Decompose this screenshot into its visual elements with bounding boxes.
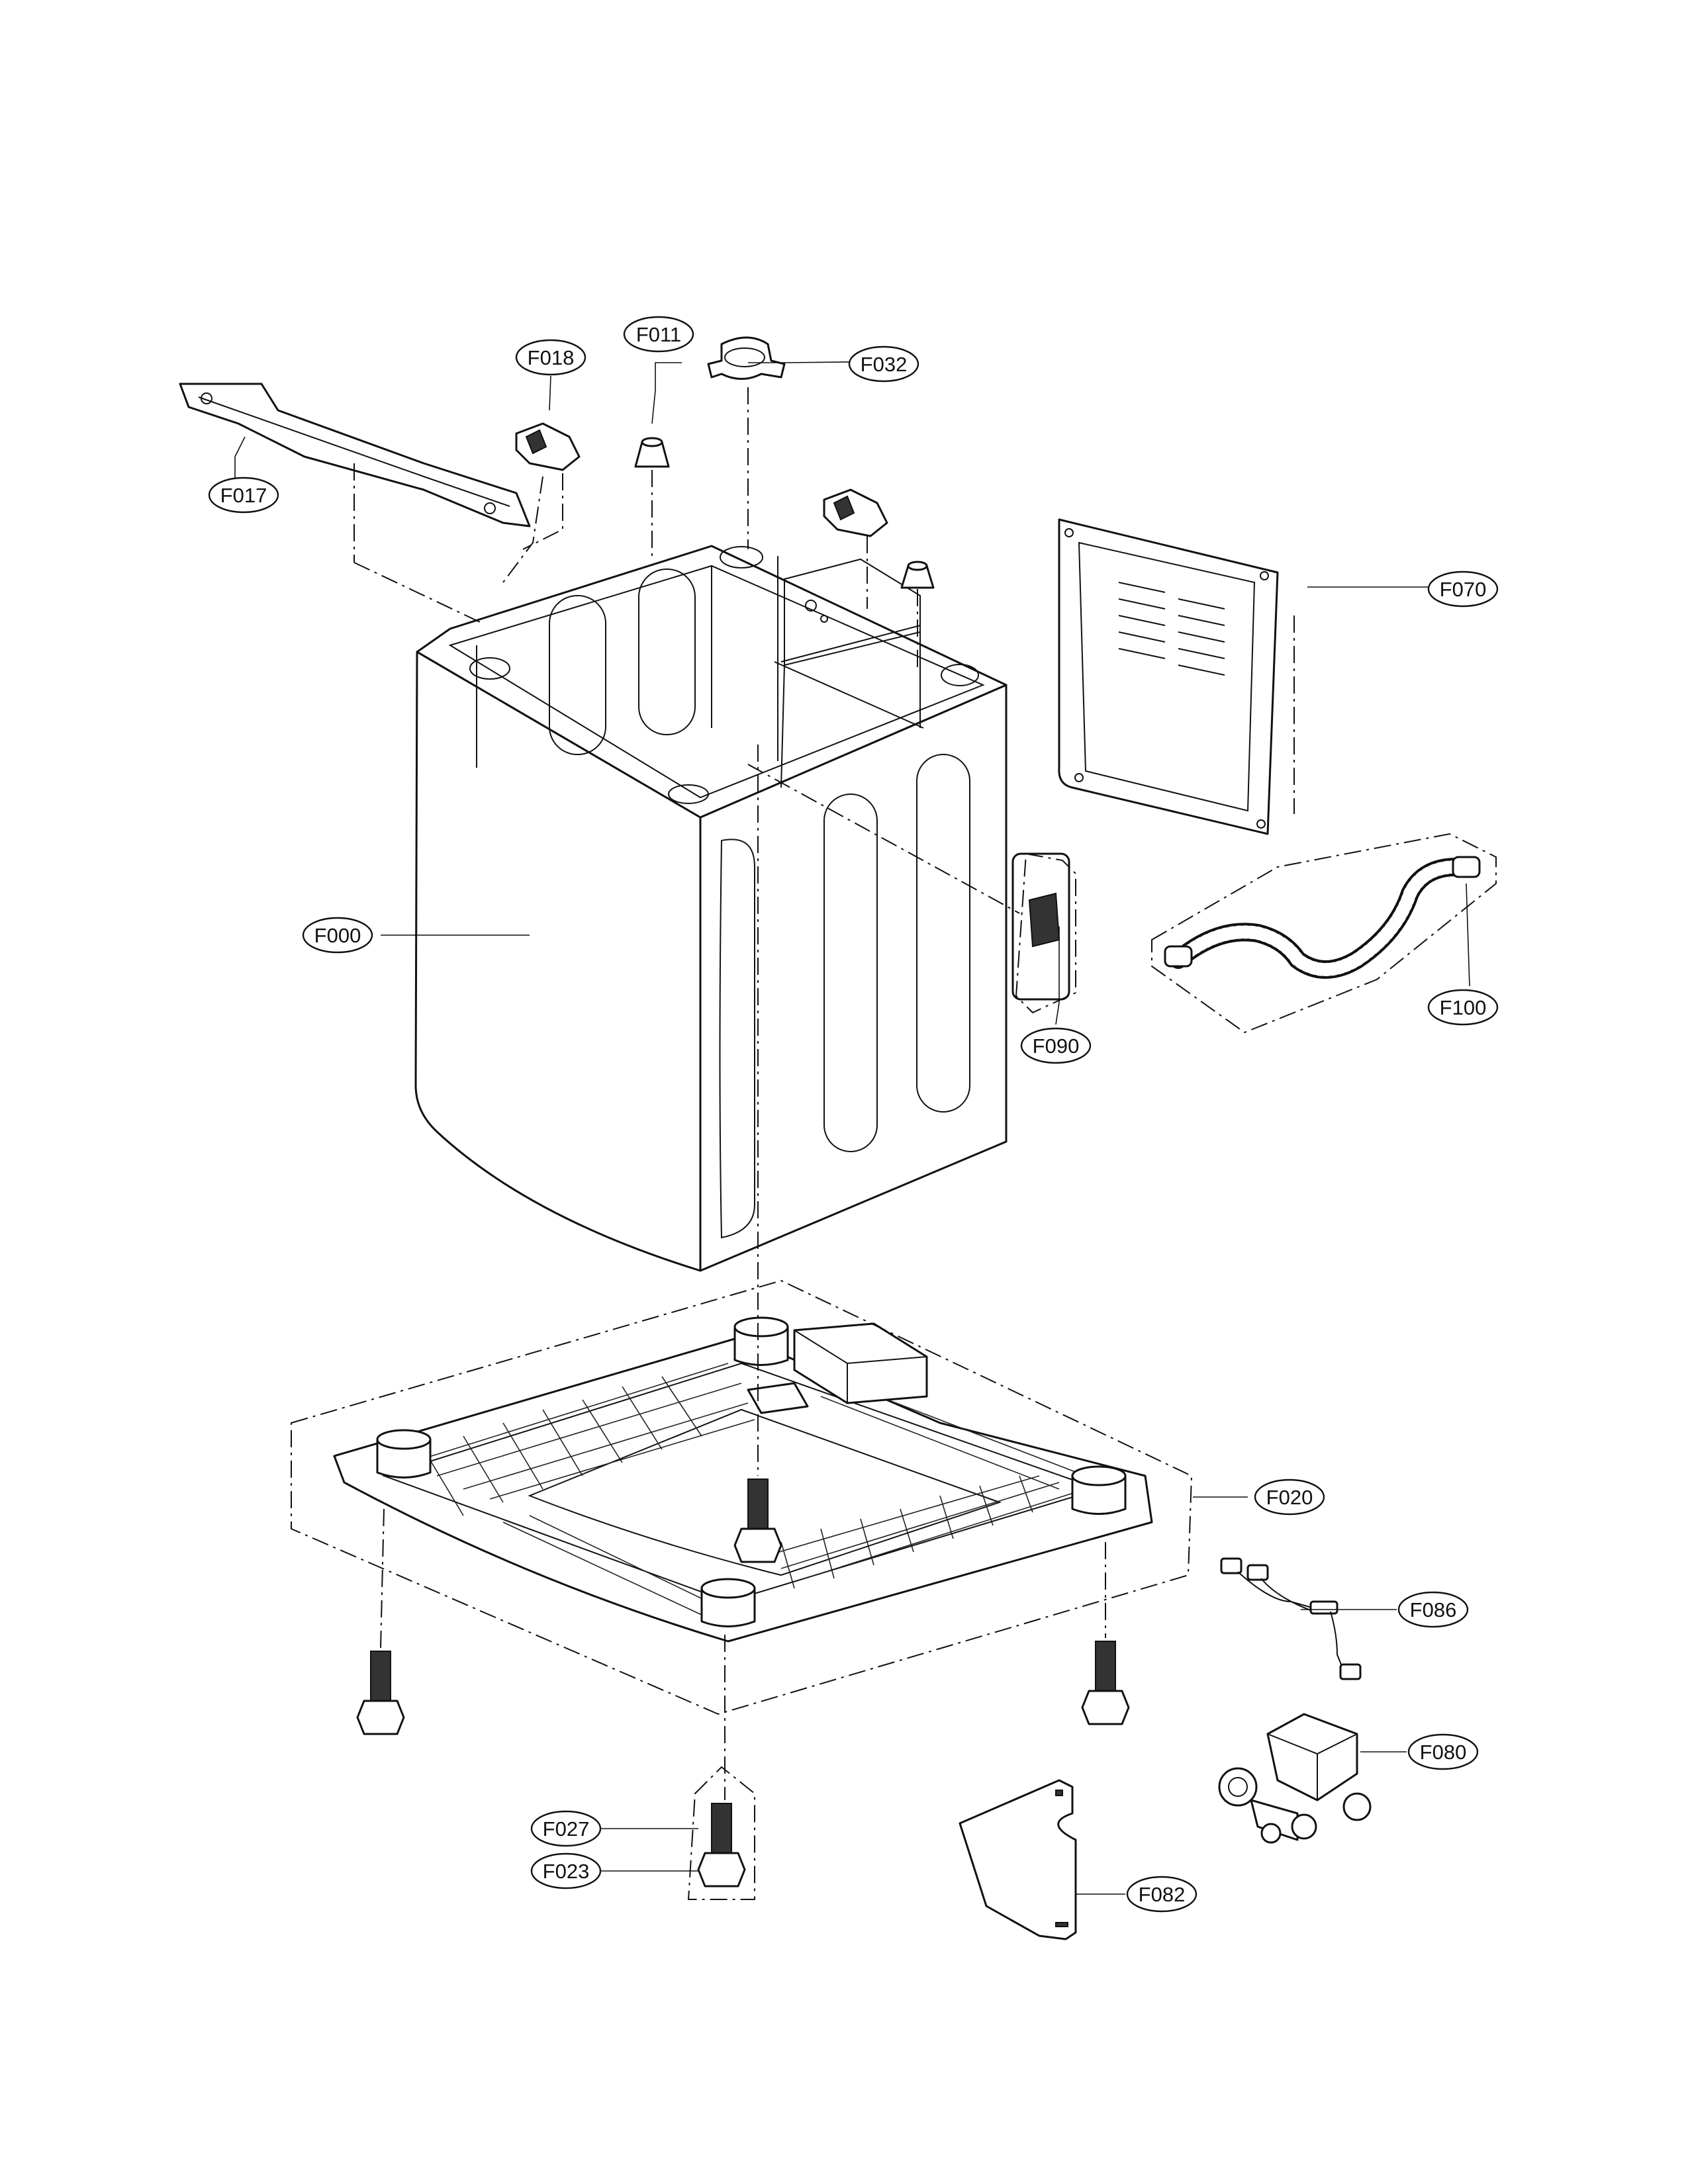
callout-F018: F018 (515, 339, 586, 376)
callout-F086: F086 (1397, 1591, 1469, 1628)
callout-label: F100 (1440, 996, 1487, 1019)
callout-label: F080 (1420, 1741, 1467, 1764)
switch-part (1011, 852, 1070, 1001)
callout-label: F000 (314, 924, 361, 947)
leader-lines (234, 361, 1470, 1895)
cover-plate-part (959, 1779, 1077, 1940)
leveling-foot-left (356, 1651, 405, 1735)
callout-label: F017 (220, 484, 267, 507)
switch-dash-outline (1015, 852, 1076, 1014)
callout-label: F018 (528, 346, 575, 369)
callout-label: F070 (1440, 578, 1487, 601)
drain-pump-part (1218, 1713, 1372, 1844)
leveling-foot-center (733, 1479, 782, 1563)
wire-harness-part (1220, 1557, 1362, 1680)
callout-label: F090 (1033, 1034, 1080, 1058)
callout-label: F086 (1410, 1598, 1457, 1621)
callout-label: F027 (543, 1817, 590, 1841)
callout-F023: F023 (530, 1852, 602, 1889)
clamp-part (707, 336, 786, 380)
bumper-part-left (634, 437, 670, 468)
callout-F000: F000 (302, 917, 373, 954)
hose-dash-outline (1151, 833, 1497, 1034)
callout-F070: F070 (1427, 570, 1499, 608)
callout-label: F082 (1139, 1883, 1186, 1906)
base-dash-outline (291, 1279, 1193, 1715)
cover-panel-part (1058, 518, 1279, 835)
lever-part-right (823, 488, 888, 537)
callout-F020: F020 (1254, 1479, 1325, 1516)
callout-F011: F011 (623, 316, 694, 353)
leveling-foot-front (697, 1803, 746, 1888)
foot-dash-outline (687, 1766, 755, 1900)
leveling-foot-right (1081, 1641, 1130, 1725)
callout-F032: F032 (848, 345, 919, 383)
callout-F100: F100 (1427, 989, 1499, 1026)
callout-F017: F017 (208, 477, 279, 514)
drain-hose-part (1164, 856, 1481, 979)
callout-label: F023 (543, 1860, 590, 1883)
callout-F027: F027 (530, 1810, 602, 1847)
callout-label: F011 (636, 323, 681, 346)
callout-F082: F082 (1126, 1876, 1197, 1913)
callout-F090: F090 (1020, 1027, 1092, 1064)
bracket-part (179, 383, 531, 527)
callout-label: F032 (861, 353, 908, 376)
cabinet-part (414, 545, 1008, 1272)
bumper-part-right (900, 561, 935, 589)
lever-part-left (515, 422, 581, 471)
callout-F080: F080 (1407, 1733, 1479, 1770)
callout-label: F020 (1266, 1486, 1313, 1509)
assembly-lines (353, 387, 1295, 1800)
base-frame-part (333, 1316, 1153, 1643)
